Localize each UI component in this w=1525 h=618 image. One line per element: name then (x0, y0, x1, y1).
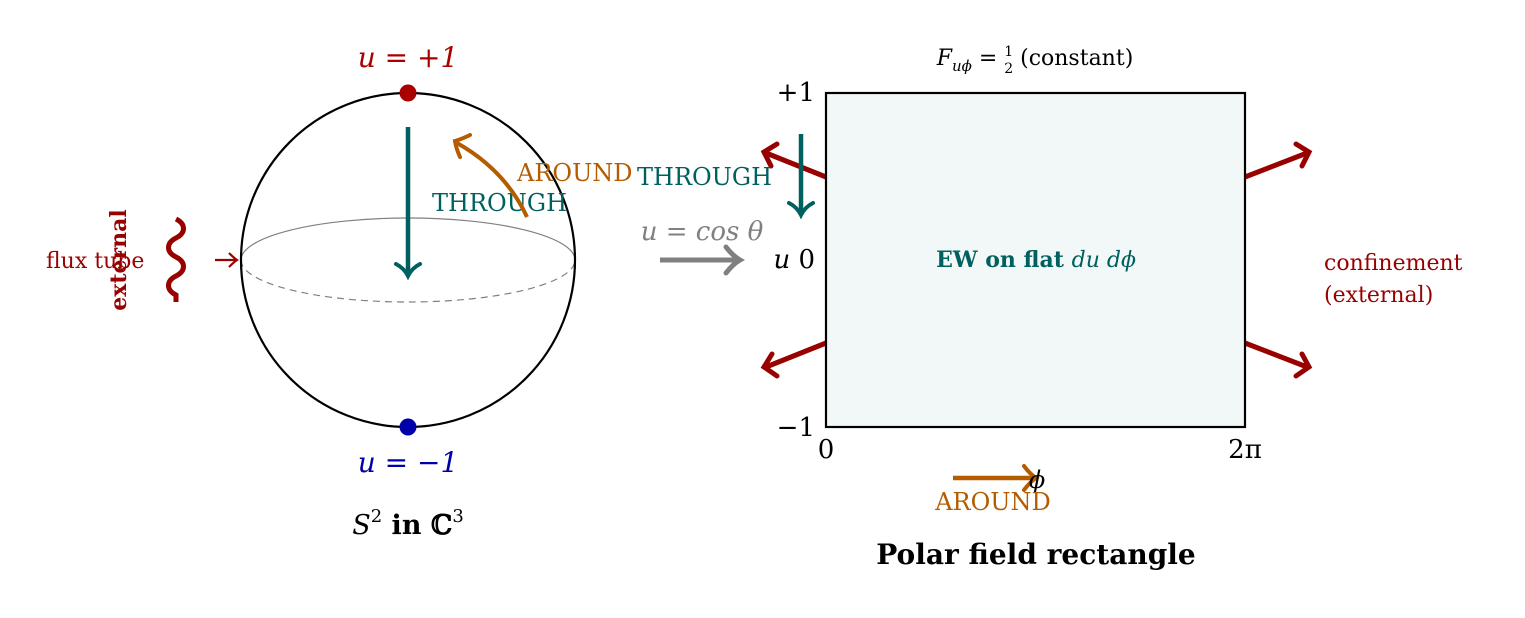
rect-through-arrow (787, 134, 815, 220)
x-tick-left: 0 (818, 435, 835, 465)
flux-tube-label: flux tube (46, 249, 144, 274)
sphere-around-arrow (452, 133, 529, 218)
arrow-out-top-left (760, 141, 829, 180)
sphere-caption: S2 in ℂ3 (352, 506, 464, 541)
sphere-through-label: THROUGH (432, 189, 567, 217)
south-pole-label: u = −1 (358, 446, 459, 479)
rect-around-arrow (953, 464, 1040, 492)
north-pole-label: u = +1 (358, 41, 459, 74)
flux-tube-wavy (166, 216, 186, 302)
x-axis-var: ϕ (1029, 466, 1045, 494)
arrow-out-bottom-right (1242, 340, 1313, 379)
sphere-around-label: AROUND (516, 159, 633, 187)
flux-arrow (215, 252, 239, 268)
confinement-arrows (760, 141, 1313, 379)
sphere-through-arrow (394, 127, 422, 281)
rect-through-label: THROUGH (637, 163, 772, 191)
sphere-equator-back (240, 259, 576, 303)
confinement-label: confinement (external) (1324, 251, 1470, 308)
x-tick-right: 2π (1228, 435, 1262, 465)
arrow-out-top-right (1242, 141, 1313, 180)
y-tick-mid: u 0 (773, 245, 815, 275)
rect-around-label: AROUND (934, 488, 1051, 516)
map-arrow-group: u = cos θ (641, 217, 764, 276)
y-tick-bottom: −1 (777, 413, 815, 443)
rect-caption: Polar field rectangle (876, 538, 1195, 571)
external-label: external (106, 209, 132, 310)
map-label: u = cos θ (641, 217, 764, 247)
y-tick-top: +1 (777, 78, 815, 108)
polar-field-rectangle (824, 91, 1247, 429)
south-pole-dot (399, 418, 417, 436)
arrow-out-bottom-left (760, 340, 829, 379)
map-arrow-head (723, 244, 746, 276)
rect-center-label: EW on flat du dϕ (936, 247, 1136, 273)
sphere-group: u = +1 u = −1 THROUGH AROUND external fl… (46, 41, 633, 541)
north-pole-dot (399, 84, 417, 102)
